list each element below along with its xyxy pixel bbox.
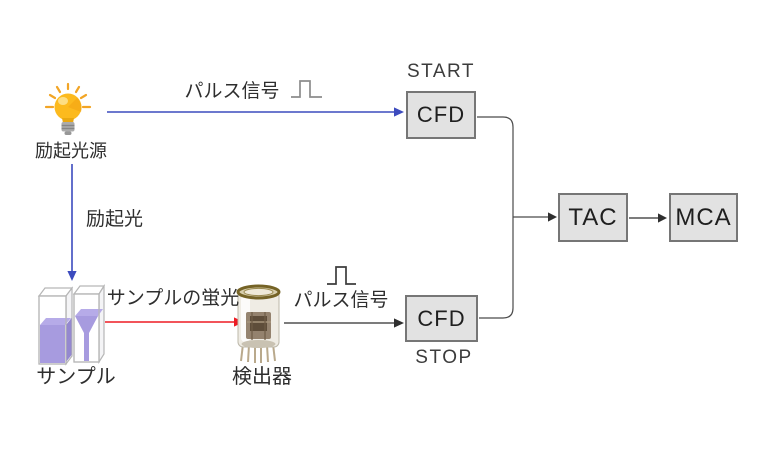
- arrow-source-to-sample: [67, 164, 77, 281]
- cfd-start-box: CFD: [406, 91, 476, 139]
- pulse-waveform-icon-top: [291, 80, 322, 98]
- excitation-source-label: 励起光源: [35, 141, 107, 161]
- cfd-stop-label: CFD: [417, 305, 466, 331]
- stop-tag: STOP: [415, 347, 473, 368]
- arrow-tac-to-mca: [629, 213, 667, 223]
- mca-box: MCA: [669, 193, 738, 242]
- arrow-detector-to-cfd-stop: [284, 318, 404, 328]
- start-tag: START: [406, 61, 476, 82]
- pulse-signal-label-bottom: パルス信号: [293, 290, 389, 311]
- arrowhead-into-tac: [548, 212, 557, 222]
- cfd-stop-box: CFD: [405, 295, 478, 342]
- arrow-source-to-cfd-start: [107, 107, 404, 117]
- connector-cfds-to-tac: [477, 116, 548, 319]
- pulse-waveform-icon-bottom: [327, 266, 356, 285]
- pulse-signal-label-top: パルス信号: [184, 81, 280, 102]
- sample-label: サンプル: [36, 366, 116, 388]
- tac-label: TAC: [568, 203, 618, 231]
- photomultiplier-tube-icon: [236, 284, 281, 363]
- sample-fluorescence-label: サンプルの蛍光: [106, 288, 240, 309]
- detector-label: 検出器: [232, 366, 292, 388]
- cfd-start-label: CFD: [416, 102, 466, 127]
- cuvettes-icon: [37, 283, 106, 366]
- arrow-sample-to-detector: [105, 317, 244, 327]
- light-bulb-icon: [44, 82, 92, 135]
- tac-box: TAC: [558, 193, 628, 242]
- excitation-light-label: 励起光: [86, 209, 144, 230]
- mca-label: MCA: [675, 203, 732, 231]
